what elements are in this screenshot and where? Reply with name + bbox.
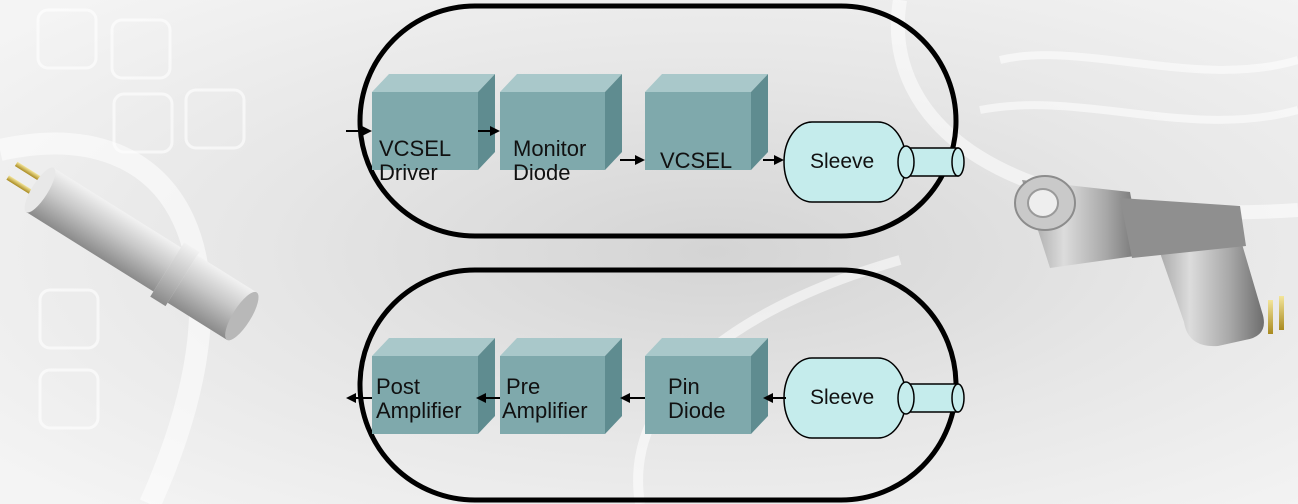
transmitter-module-outline (357, 3, 959, 239)
transmitter-block-monitor-diode (500, 74, 622, 170)
background-tiles (36, 8, 246, 430)
transmitter-block-vcsel (645, 74, 768, 170)
receiver-sleeve (783, 357, 965, 439)
pin-diode-label-line2: Diode (668, 398, 726, 423)
receiver-sleeve-label: Sleeve (810, 386, 875, 409)
receiver-block-pre-amplifier (500, 338, 622, 434)
monitor-diode-label-line1: Monitor (513, 136, 587, 161)
pin-diode-label-line1: Pin (668, 374, 700, 399)
vcsel-driver-label-line2: Driver (379, 160, 438, 185)
arrow-driver-to-monitor (478, 126, 500, 136)
post-amplifier-label-line2: Amplifier (376, 398, 462, 423)
arrow-sleeve-to-pin-diode (763, 393, 786, 403)
transmitter-block-vcsel-driver (372, 74, 495, 170)
post-amplifier-label-line1: Post (376, 374, 421, 399)
transmitter-sleeve (783, 121, 965, 203)
arrow-monitor-to-vcsel (620, 155, 645, 165)
transmitter-sleeve-label: Sleeve (810, 150, 875, 173)
vcsel-driver-label-line1: VCSEL (379, 136, 452, 161)
monitor-diode-label-line2: Diode (513, 160, 571, 185)
right-connector-illustration (1014, 175, 1284, 347)
arrow-input-to-vcsel-driver (346, 126, 372, 136)
left-connector-illustration (6, 161, 259, 341)
arrow-pin-to-pre-amplifier (620, 393, 645, 403)
pre-amplifier-label-line1: Pre (506, 374, 541, 399)
vcsel-label: VCSEL (660, 148, 733, 173)
receiver-block-pin-diode (645, 338, 768, 434)
receiver-block-post-amplifier (372, 338, 495, 434)
arrow-post-amplifier-output (346, 393, 372, 403)
pre-amplifier-label-line2: Amplifier (502, 398, 588, 423)
arrow-pre-to-post-amplifier (476, 393, 500, 403)
arrow-vcsel-to-sleeve (763, 155, 784, 165)
